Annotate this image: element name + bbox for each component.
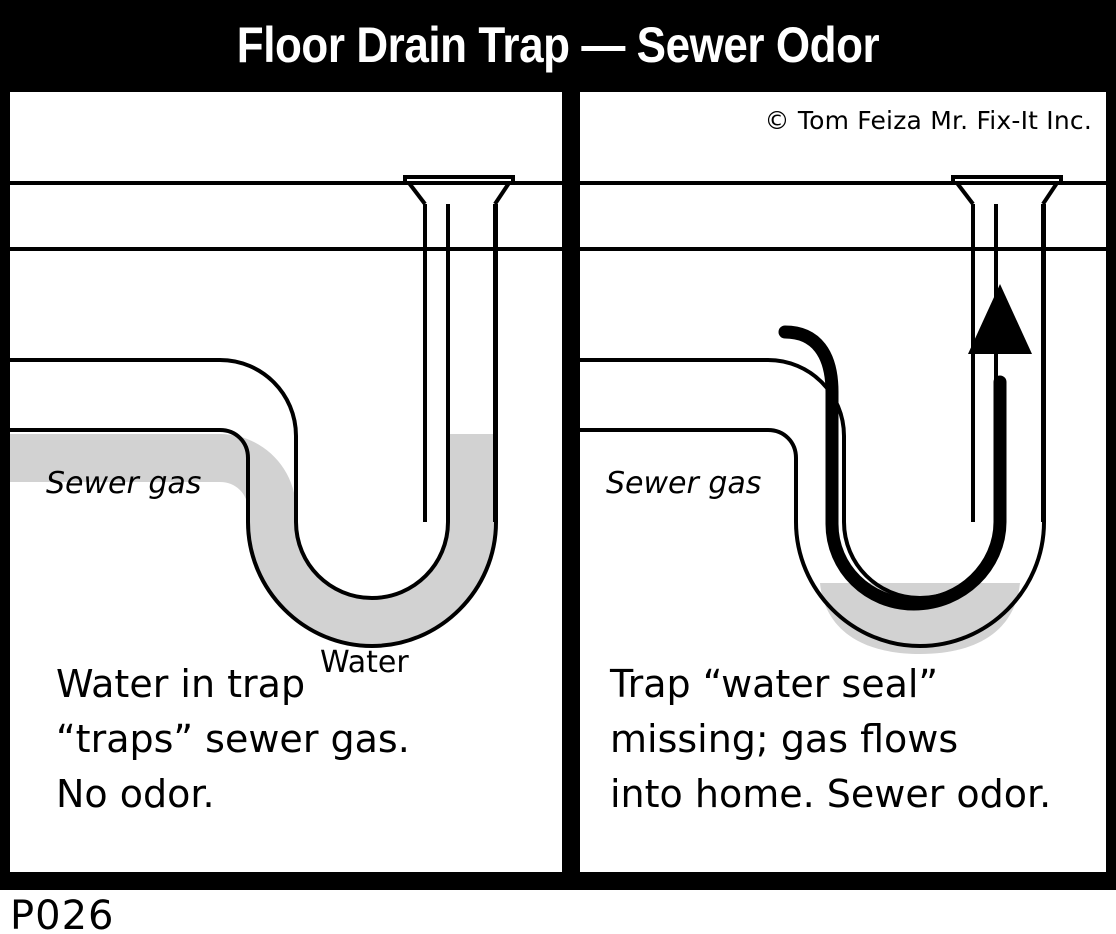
sewer-pipe-upper-wall <box>580 204 998 601</box>
drain-flange <box>951 175 1063 185</box>
page-title: Floor Drain Trap — Sewer Odor <box>236 17 880 73</box>
sewer-pipe-lower-wall <box>10 204 498 649</box>
drain-flange-taper-right <box>1041 181 1059 206</box>
frame-top-band <box>0 0 1116 92</box>
drain-flange-taper-left <box>407 181 427 206</box>
drain-flange <box>403 175 515 185</box>
water-seal-fill <box>10 434 496 646</box>
trap-diagram-working <box>10 175 562 649</box>
residual-water-fill <box>820 583 1020 654</box>
gas-flow-arrow <box>778 284 1032 611</box>
figure-code: P026 <box>10 893 115 934</box>
gas-flow-arrow-shaft <box>778 325 1007 611</box>
frame-right-band <box>1106 92 1116 882</box>
caption-working-trap: Water in trap “traps” sewer gas. No odor… <box>56 662 410 816</box>
sewer-pipe-lower-wall <box>580 204 1046 649</box>
trap-diagram-dry <box>580 175 1106 654</box>
drain-flange-taper-left <box>955 181 975 206</box>
label-water: Water <box>320 645 409 680</box>
frame-left-band <box>0 92 10 882</box>
gas-flow-arrowhead <box>968 284 1032 354</box>
sewer-pipe-upper-wall <box>10 204 450 601</box>
caption-dry-trap: Trap “water seal” missing; gas flows int… <box>610 662 1052 816</box>
panel-dry-trap: Sewer gas Trap “water seal” missing; gas… <box>580 92 1106 872</box>
drain-flange-taper-right <box>493 181 511 206</box>
copyright-notice: © Tom Feiza Mr. Fix-It Inc. <box>764 106 1092 135</box>
panel-divider <box>562 92 580 882</box>
panel-working-trap: Sewer gas Water Water in trap “traps” se… <box>10 92 562 872</box>
label-sewer-gas: Sewer gas <box>46 466 202 501</box>
label-sewer-gas: Sewer gas <box>606 466 762 501</box>
frame-bottom-band <box>0 872 1116 890</box>
